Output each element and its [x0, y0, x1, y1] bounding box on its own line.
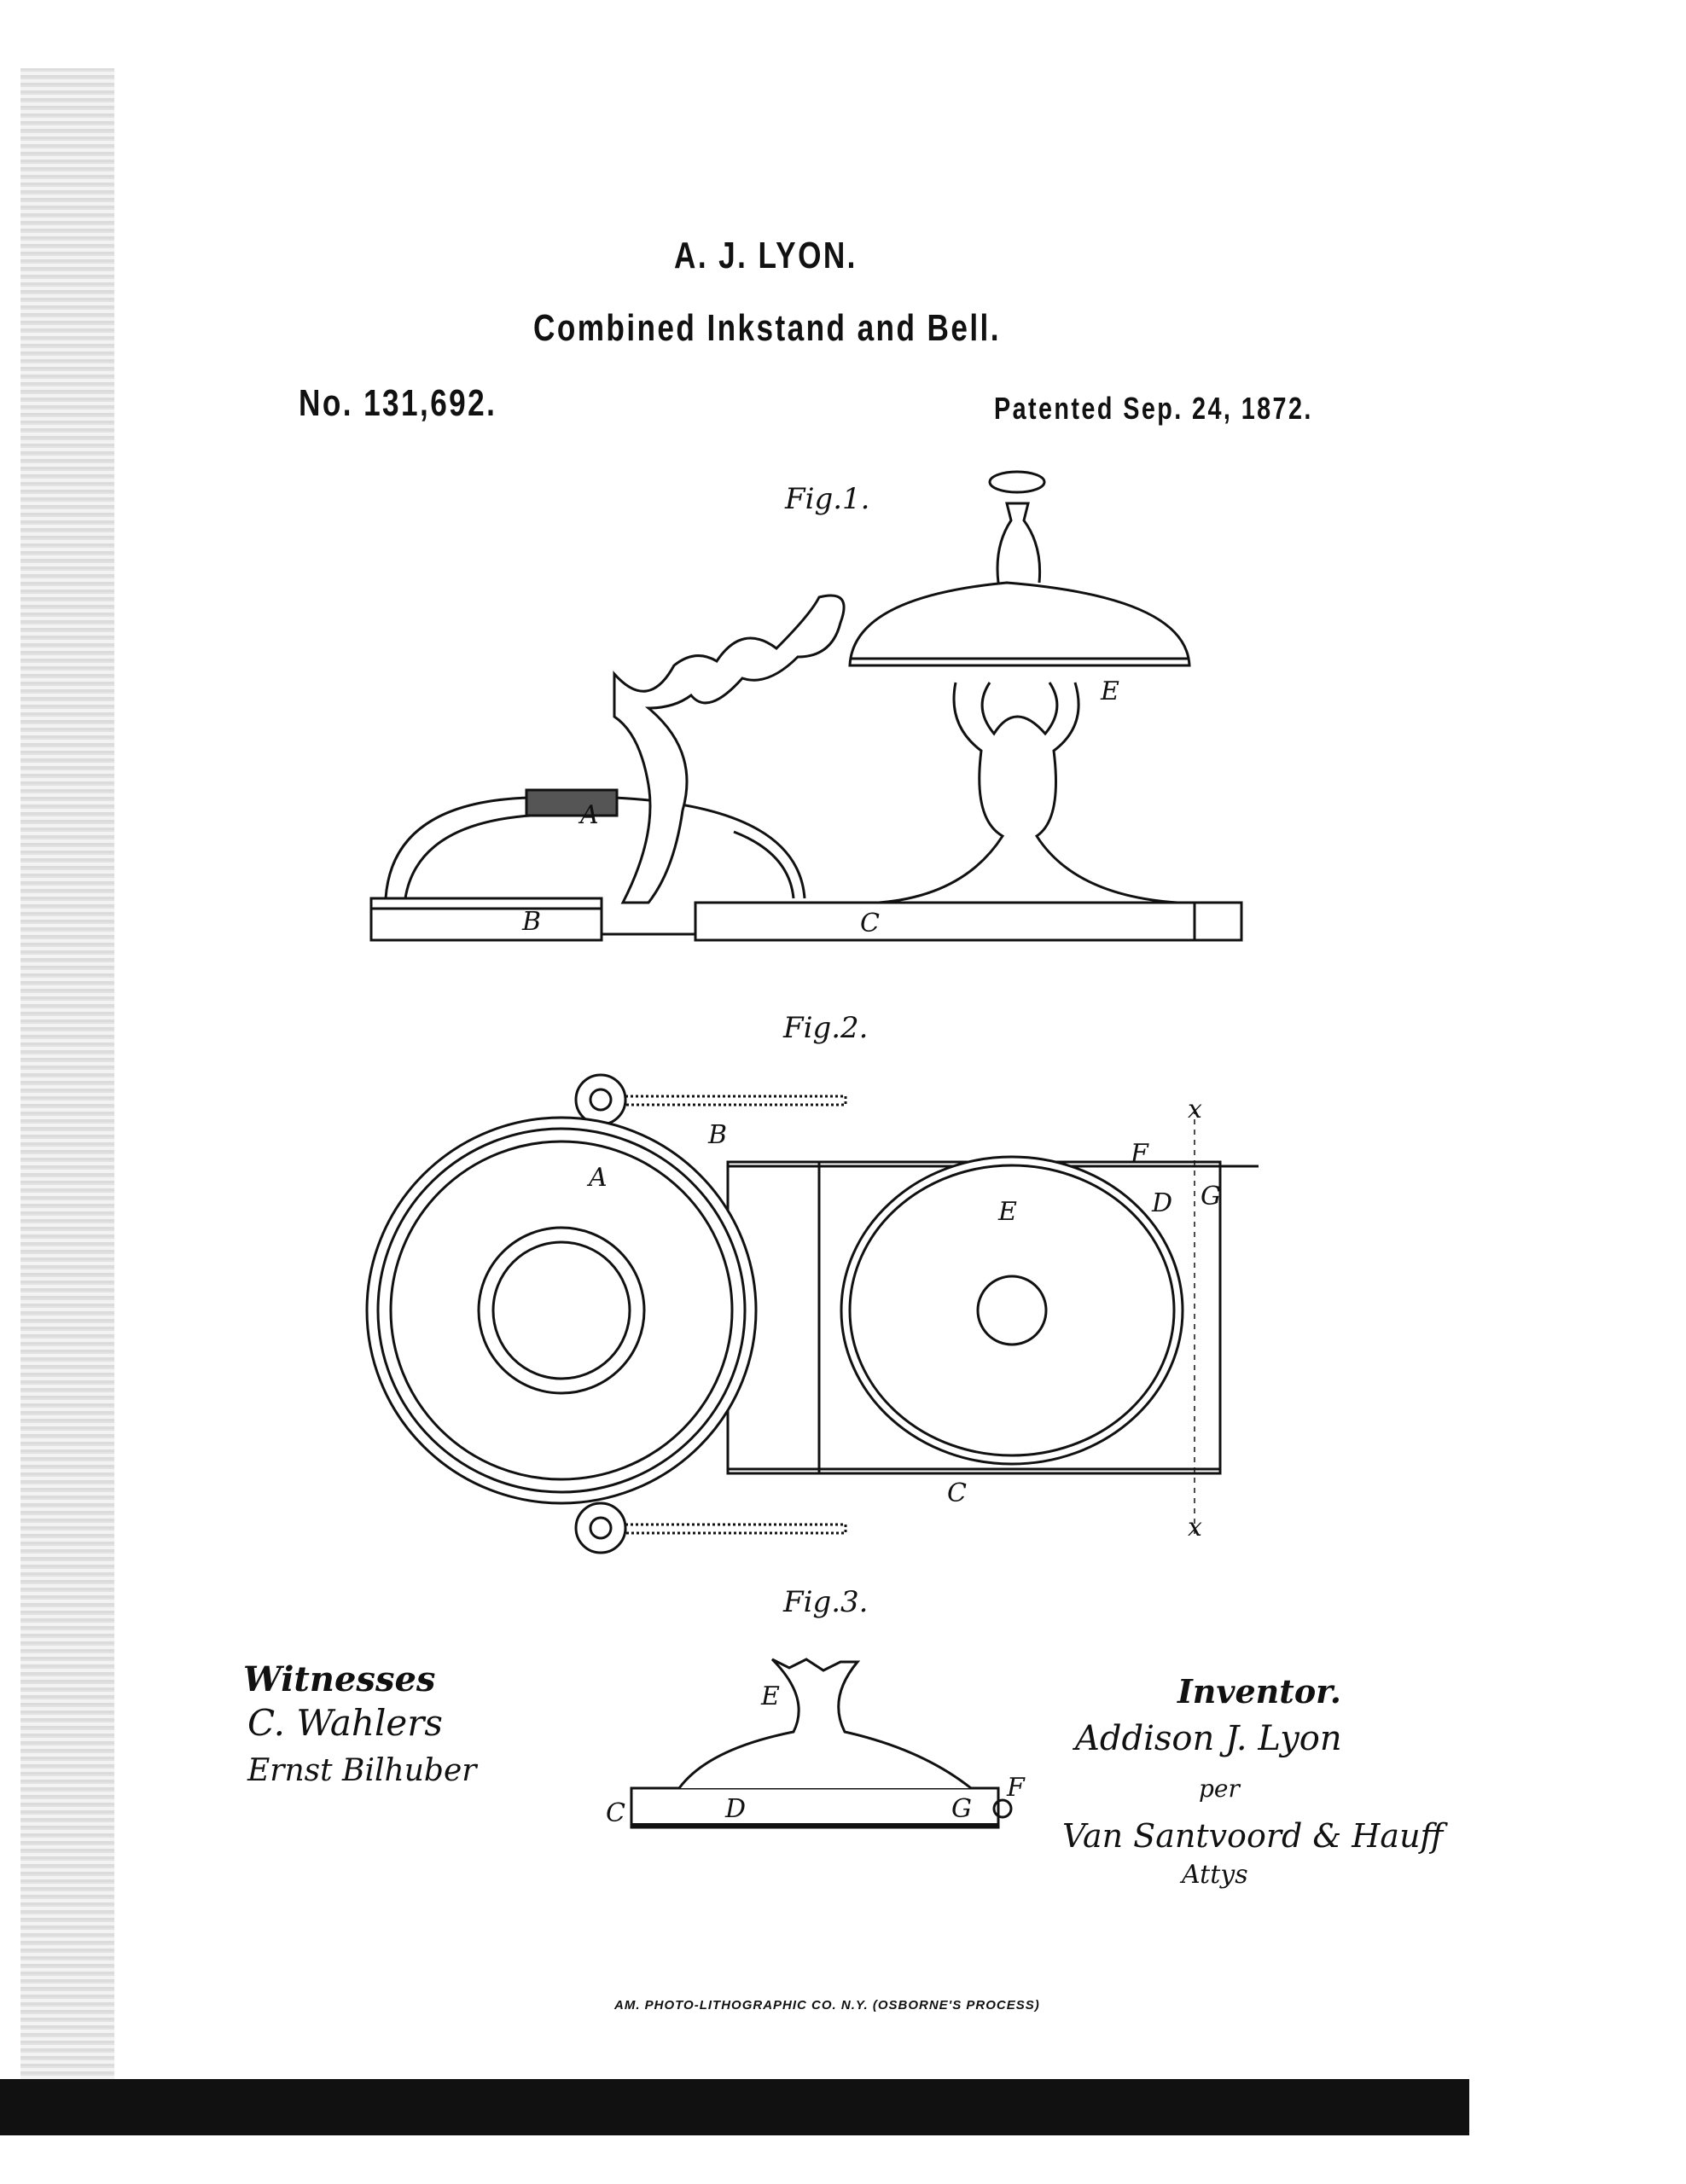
- svg-text:B: B: [521, 907, 541, 937]
- witnesses-label: Witnesses: [243, 1659, 436, 1699]
- fig3-label: Fig.3.: [783, 1585, 869, 1619]
- svg-text:A: A: [586, 1163, 608, 1193]
- svg-text:B: B: [707, 1120, 727, 1150]
- patent-number: No. 131,692.: [299, 382, 497, 424]
- svg-text:C: C: [947, 1478, 967, 1508]
- inkstand-base-b: [369, 897, 603, 942]
- svg-text:D: D: [724, 1794, 746, 1824]
- witness-signature-2: Ernst Bilhuber: [247, 1753, 477, 1788]
- patent-date: Patented Sep. 24, 1872.: [994, 391, 1313, 426]
- scan-noise-strip: [20, 68, 114, 2082]
- fig3-base-d: [630, 1786, 1000, 1829]
- fig2-drawing: A B C D E F G x x: [365, 1073, 1259, 1554]
- bell-dome: [848, 581, 1191, 667]
- fig1-label: Fig.1.: [785, 482, 870, 516]
- per-text: per: [1199, 1774, 1240, 1803]
- svg-text:F: F: [1006, 1773, 1026, 1803]
- fig1-drawing: A B C E: [369, 470, 1243, 942]
- scan-border-band: [0, 2079, 1469, 2135]
- svg-text:A: A: [578, 800, 599, 830]
- svg-text:E: E: [1100, 677, 1119, 706]
- bell-base-c: [694, 901, 1243, 942]
- fig3-drawing: E C D G F: [606, 1658, 1026, 1829]
- svg-text:C: C: [860, 909, 880, 938]
- bell-e-plan: [840, 1155, 1184, 1466]
- svg-text:G: G: [951, 1794, 972, 1824]
- inventor-signature: Addison J. Lyon: [1075, 1719, 1342, 1758]
- inventor-name: A. J. LYON.: [674, 235, 858, 276]
- patent-title: Combined Inkstand and Bell.: [533, 307, 1001, 349]
- fig2-label: Fig.2.: [783, 1011, 869, 1045]
- svg-text:E: E: [997, 1197, 1017, 1227]
- svg-text:F: F: [1130, 1139, 1149, 1169]
- bell-knob: [988, 470, 1046, 494]
- attorneys-signature: Van Santvoord & Hauff: [1062, 1817, 1444, 1855]
- svg-text:x: x: [1188, 1513, 1202, 1542]
- pen-rack: [613, 594, 846, 904]
- witness-signature-1: C. Wahlers: [247, 1702, 443, 1744]
- svg-text:C: C: [606, 1798, 625, 1828]
- inkwell-a-plan: [365, 1116, 758, 1505]
- inventor-label: Inventor.: [1177, 1672, 1341, 1711]
- svg-text:D: D: [1151, 1188, 1172, 1218]
- lithographer-credit: AM. PHOTO-LITHOGRAPHIC CO. N.Y. (OSBORNE…: [614, 1998, 1040, 2013]
- bell-stand-e: [878, 682, 1178, 904]
- svg-text:E: E: [760, 1682, 780, 1711]
- svg-text:G: G: [1201, 1182, 1221, 1211]
- attys-label: Attys: [1182, 1860, 1248, 1890]
- svg-text:x: x: [1188, 1095, 1202, 1124]
